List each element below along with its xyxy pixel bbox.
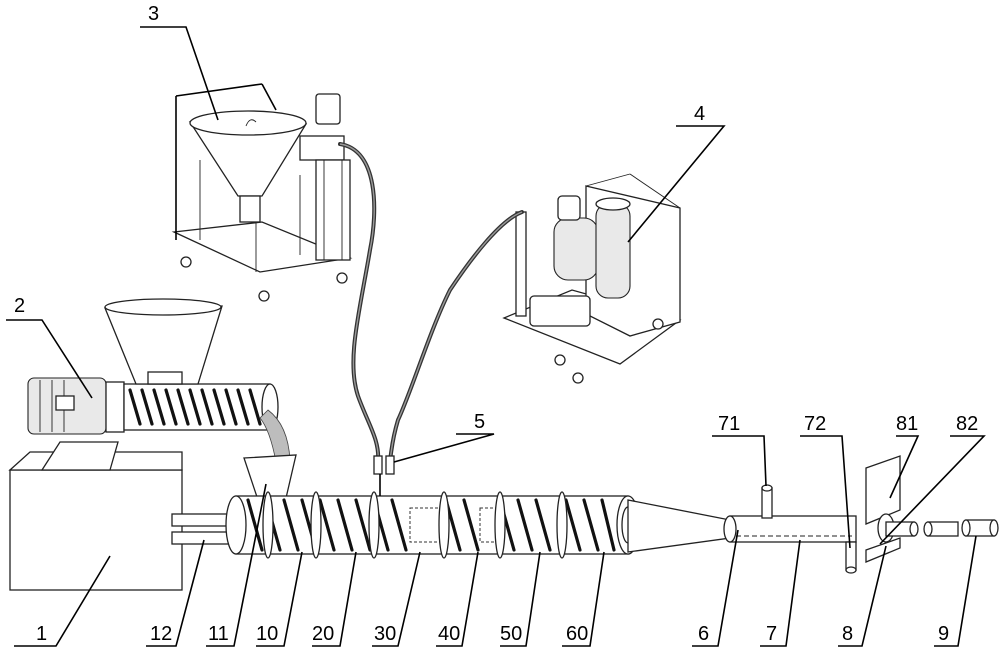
label-30: 30: [374, 623, 396, 645]
label-9: 9: [938, 623, 949, 645]
label-71: 71: [718, 413, 740, 435]
leader-lines: [6, 26, 986, 647]
extruder-barrel: [225, 491, 640, 559]
screw-feeder: [27, 298, 291, 463]
shafts: [171, 513, 235, 545]
labels: 1 2 3 4 5 12 11 10 20 30 40 50 60 6 7 8 …: [14, 3, 978, 645]
label-11: 11: [208, 623, 229, 645]
hoses: [338, 142, 524, 464]
label-1: 1: [36, 623, 47, 645]
die-and-sizing: [627, 455, 999, 574]
dosing-unit: [502, 173, 682, 384]
label-2: 2: [14, 295, 25, 317]
label-3: 3: [148, 3, 159, 25]
label-7: 7: [766, 623, 777, 645]
label-72: 72: [804, 413, 826, 435]
label-12: 12: [150, 623, 172, 645]
drive-box: [8, 441, 183, 591]
mixing-tank-cart: [171, 83, 353, 302]
label-4: 4: [694, 103, 705, 125]
label-50: 50: [500, 623, 522, 645]
label-5: 5: [474, 411, 485, 433]
label-81: 81: [896, 413, 918, 435]
label-8: 8: [842, 623, 853, 645]
label-20: 20: [312, 623, 334, 645]
injection-valve: [373, 455, 395, 496]
label-60: 60: [566, 623, 588, 645]
label-6: 6: [698, 623, 709, 645]
label-40: 40: [438, 623, 460, 645]
label-82: 82: [956, 413, 978, 435]
label-10: 10: [256, 623, 278, 645]
